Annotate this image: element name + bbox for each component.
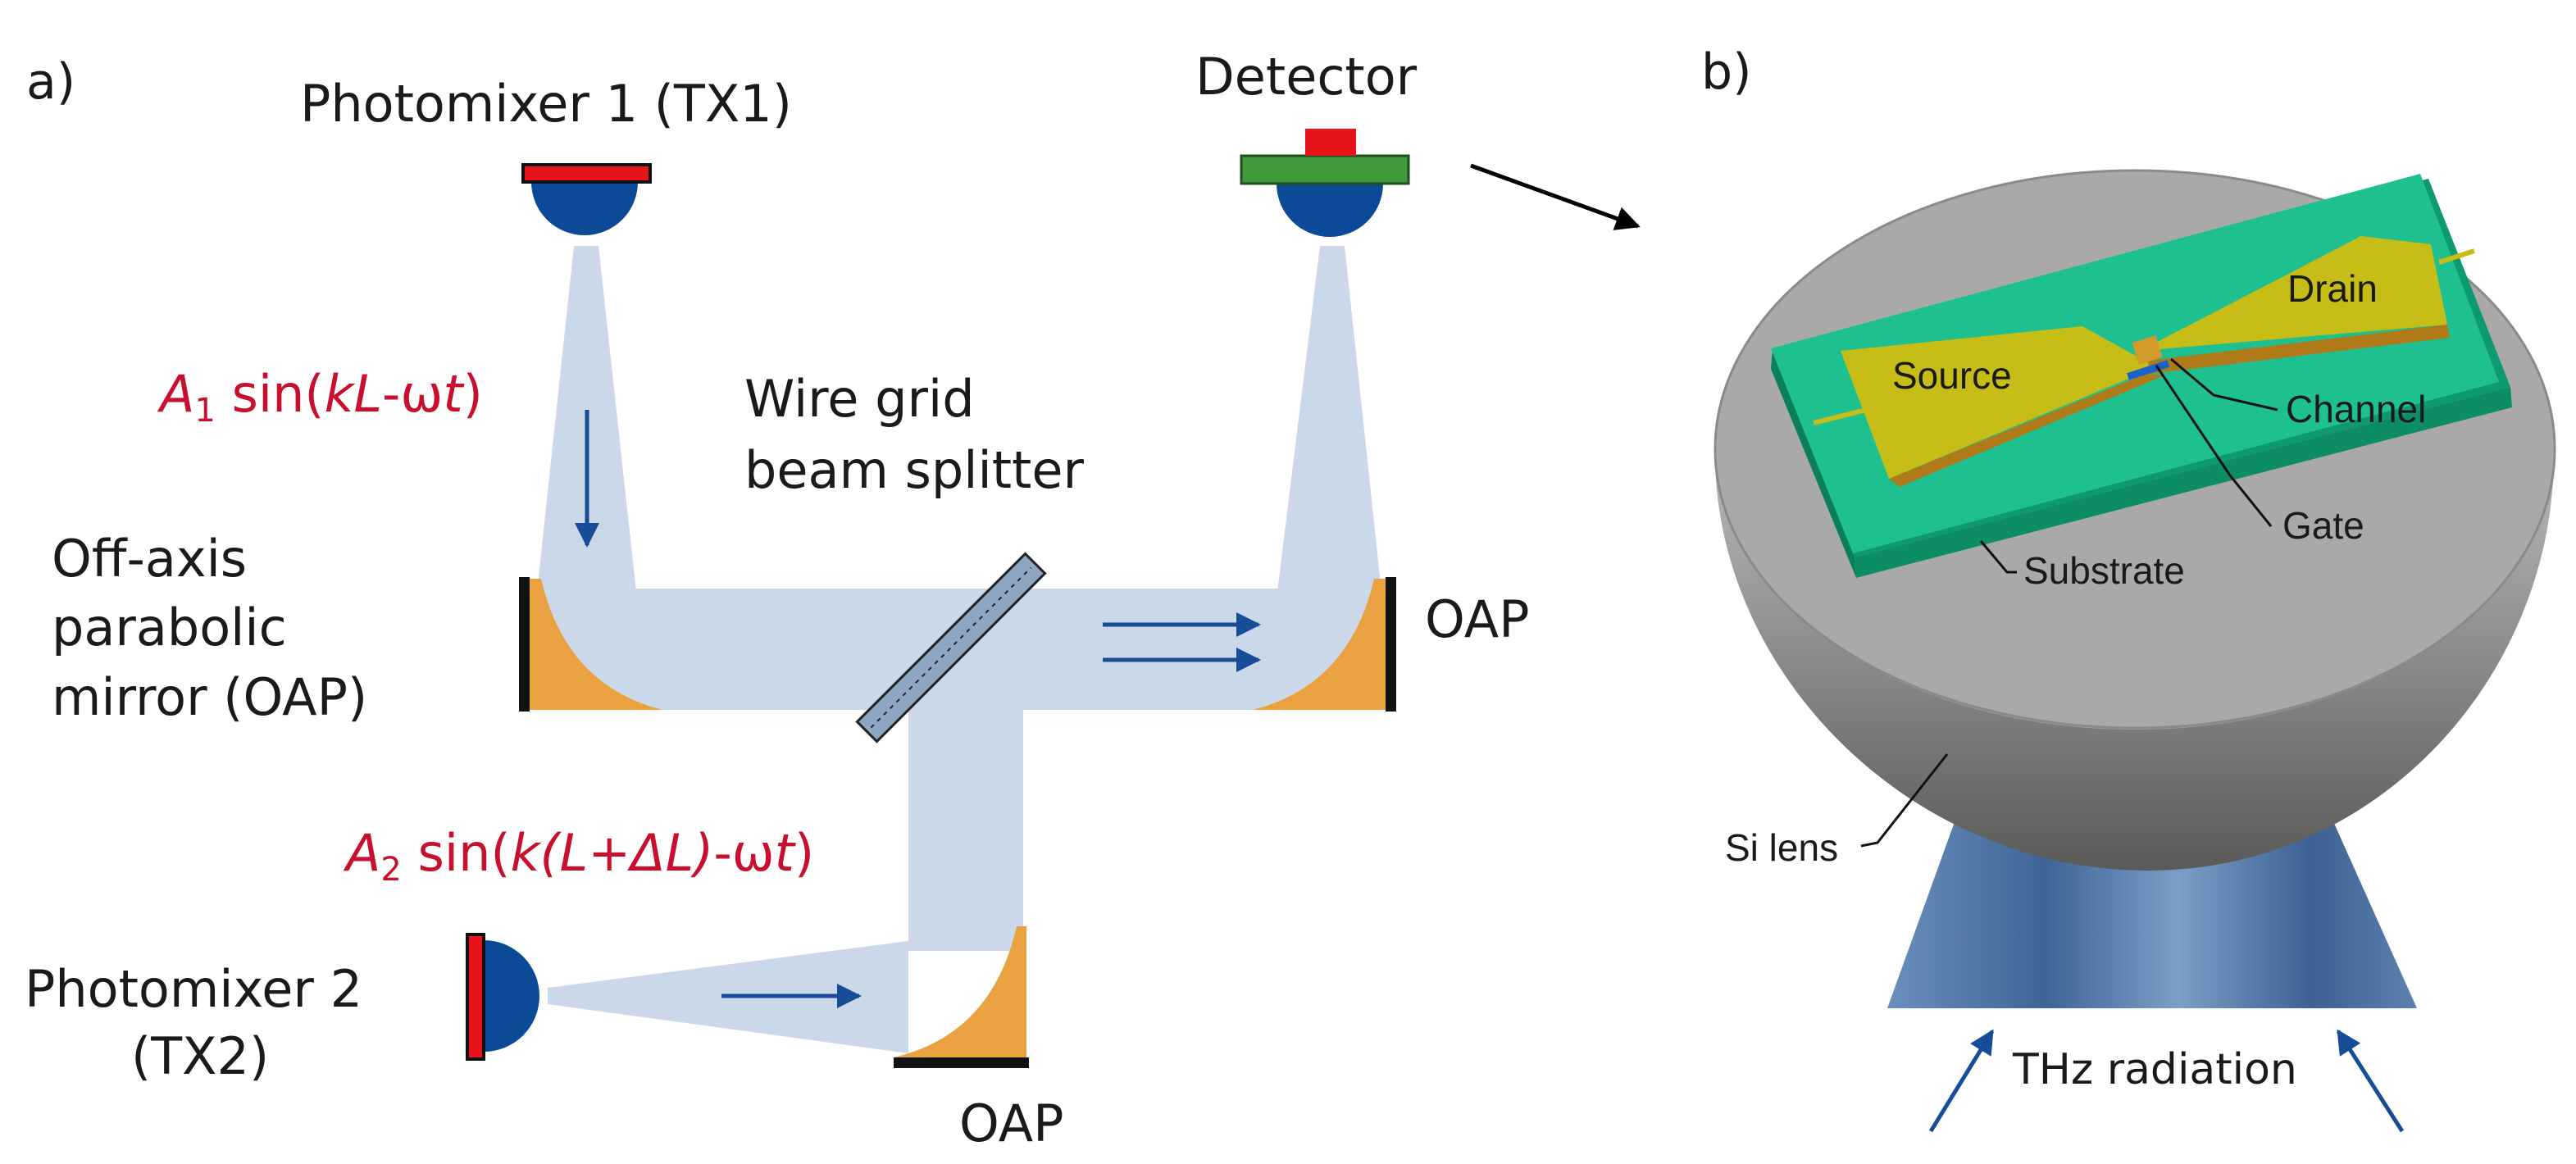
channel-leader — [2170, 357, 2278, 411]
source-pad — [1841, 326, 2156, 479]
oap-right — [1253, 577, 1396, 712]
channel-strip — [2127, 360, 2170, 380]
beam-1-amp: A — [157, 364, 194, 424]
beam-detector-cone — [1277, 246, 1381, 592]
beam-2-sub: 2 — [380, 851, 401, 889]
wire-grid-beam-splitter — [855, 552, 1047, 743]
beam-2-amp: A — [343, 823, 380, 883]
drain-pad — [2140, 236, 2447, 351]
oap-bottom-label: OAP — [959, 1094, 1064, 1153]
si-lens-label: Si lens — [1725, 826, 1838, 869]
panel-b: b) Drain Source — [1701, 43, 2556, 1133]
thz-arrow-left — [1928, 1029, 1995, 1133]
photomixer-1-emitter — [521, 163, 652, 184]
detector-dome — [1277, 184, 1383, 237]
detector-board — [1240, 154, 1410, 185]
substrate-leader — [1979, 540, 2017, 574]
source-pad-edge — [1889, 374, 2164, 487]
photomixer-2-label-line-1: Photomixer 2 — [25, 959, 362, 1019]
oap-left — [519, 577, 662, 712]
photomixer-2-emitter — [466, 933, 485, 1061]
photomixer-1 — [521, 163, 652, 235]
si-lens-leader — [1860, 753, 1949, 848]
photomixer-1-dome — [531, 182, 638, 235]
oap-left-label-line-3: mirror (OAP) — [52, 667, 367, 727]
antenna — [1813, 236, 2475, 487]
drain-pad-edge — [2148, 325, 2450, 374]
beam-2-end: ) — [794, 823, 814, 883]
drain-label: Drain — [2287, 267, 2378, 310]
beam-1-kl: kL — [325, 364, 382, 424]
source-lead — [1813, 407, 1867, 425]
detector-label: Detector — [1195, 47, 1418, 107]
oap-bottom — [894, 926, 1029, 1068]
gate-leader — [2155, 365, 2273, 527]
photomixer-2-label-line-2: (TX2) — [131, 1026, 269, 1086]
gate-pad — [2132, 335, 2163, 365]
panel-a-tag: a) — [26, 53, 75, 111]
thz-arrow-right — [2336, 1029, 2405, 1133]
panel-b-tag: b) — [1701, 43, 1752, 101]
beam-2-mid: -ω — [713, 823, 774, 883]
beam-1-sin: sin( — [216, 364, 325, 424]
oap-left-label-line-2: parabolic — [52, 598, 287, 657]
panel-a: a) Photomixer 1 (TX1) Detector A1 sin(kL… — [25, 47, 1641, 1153]
beam-2-t: t — [775, 823, 797, 883]
gate-label: Gate — [2282, 504, 2364, 547]
splitter-label-line-2: beam splitter — [744, 440, 1084, 500]
source-label: Source — [1892, 354, 2012, 397]
channel-label: Channel — [2286, 388, 2426, 430]
oap-right-label: OAP — [1425, 589, 1530, 649]
beam-2-sin: sin( — [402, 823, 511, 883]
beam-1-end: ) — [463, 364, 483, 424]
zoom-arrow — [1470, 163, 1641, 230]
detector-chip — [1305, 129, 1356, 156]
beam-1-amplitude: A1 sin(kL-ωt) — [157, 364, 483, 430]
thz-radiation-label: THz radiation — [2012, 1045, 2297, 1094]
substrate-label: Substrate — [2023, 549, 2185, 592]
detector — [1240, 129, 1410, 237]
photomixer-2-dome — [484, 940, 539, 1052]
beam-1-t: t — [443, 364, 465, 424]
photomixer-1-label: Photomixer 1 (TX1) — [300, 74, 792, 134]
beam-1-sub: 1 — [194, 392, 215, 430]
splitter-label-line-1: Wire grid — [744, 369, 975, 429]
thz-beam-cone — [1887, 820, 2417, 1008]
drain-lead — [2438, 248, 2475, 265]
beam-lower-vertical — [908, 705, 1023, 951]
beam-2-k: k(L+ΔL) — [511, 823, 714, 883]
beam-2-amplitude: A2 sin(k(L+ΔL)-ωt) — [343, 823, 814, 889]
oap-left-label-line-1: Off-axis — [52, 529, 247, 589]
beam-1-mid: -ω — [382, 364, 443, 424]
photomixer-2 — [466, 933, 539, 1061]
